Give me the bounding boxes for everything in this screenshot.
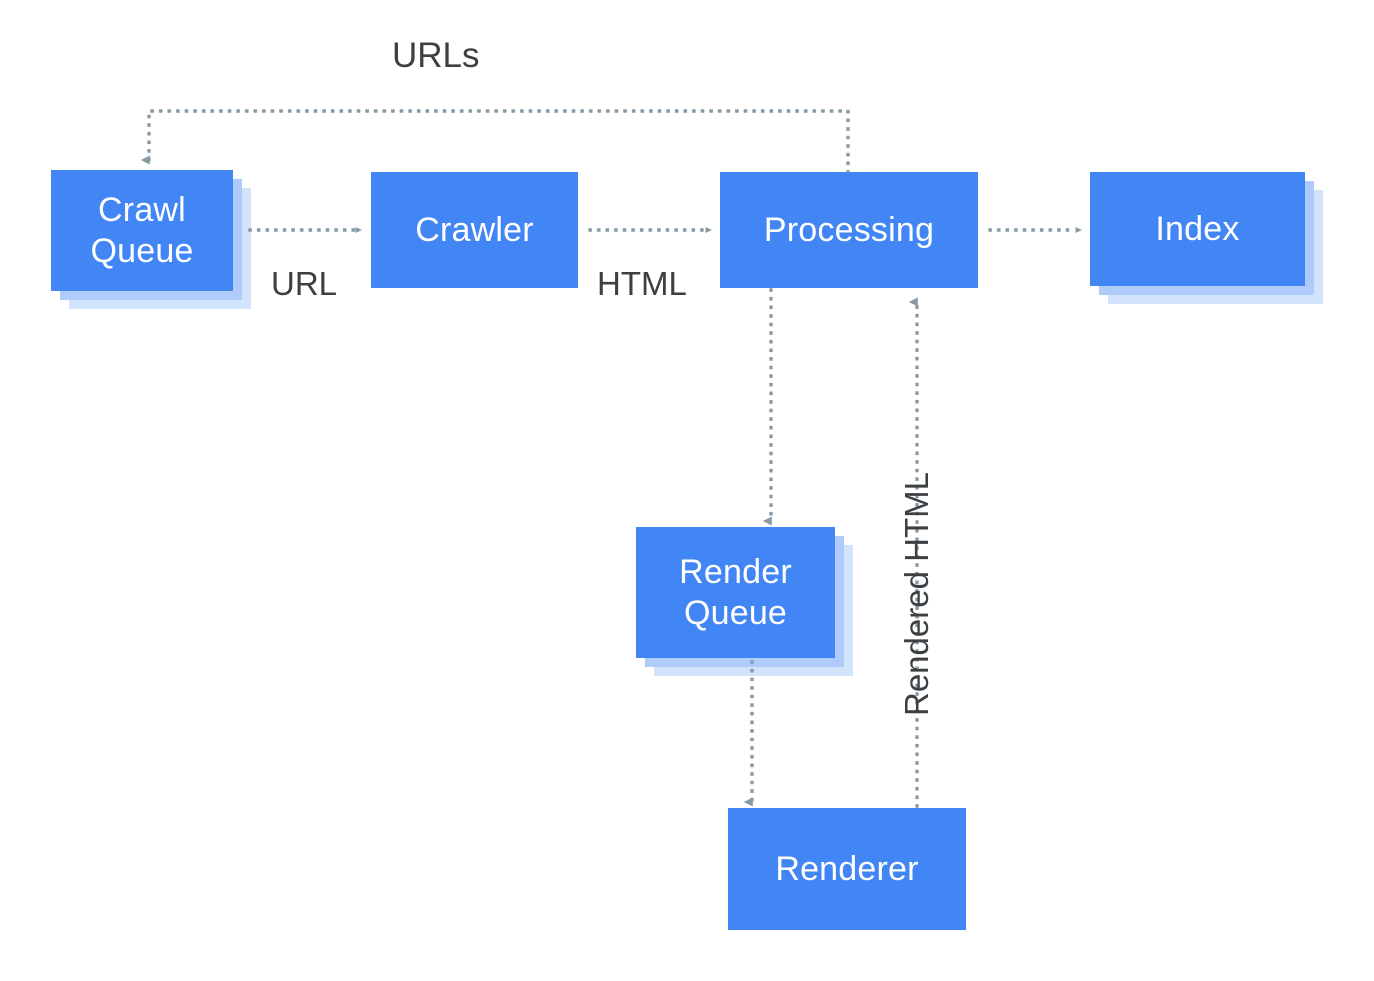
wire-processing-to-crawl-queue — [140, 109, 850, 174]
node-crawl-queue[interactable]: Crawl Queue — [51, 170, 233, 291]
node-index-label: Index — [1155, 209, 1240, 248]
edge-label-html: HTML — [597, 265, 687, 302]
node-index[interactable]: Index — [1090, 172, 1305, 286]
edge-label-urls: URLs — [392, 36, 480, 75]
node-render-queue-label: Render Queue — [679, 553, 792, 632]
node-render-queue[interactable]: Render Queue — [636, 527, 835, 658]
node-renderer[interactable]: Renderer — [728, 808, 966, 930]
edge-label-url: URL — [271, 265, 338, 302]
node-renderer-label: Renderer — [775, 849, 919, 888]
node-crawl-queue-label: Crawl Queue — [90, 191, 194, 270]
node-crawler-label: Crawler — [415, 210, 534, 249]
node-processing[interactable]: Processing — [720, 172, 978, 288]
edge-label-rendered-html: Rendered HTML — [898, 472, 935, 716]
node-processing-label: Processing — [763, 210, 935, 249]
node-crawler[interactable]: Crawler — [371, 172, 578, 288]
